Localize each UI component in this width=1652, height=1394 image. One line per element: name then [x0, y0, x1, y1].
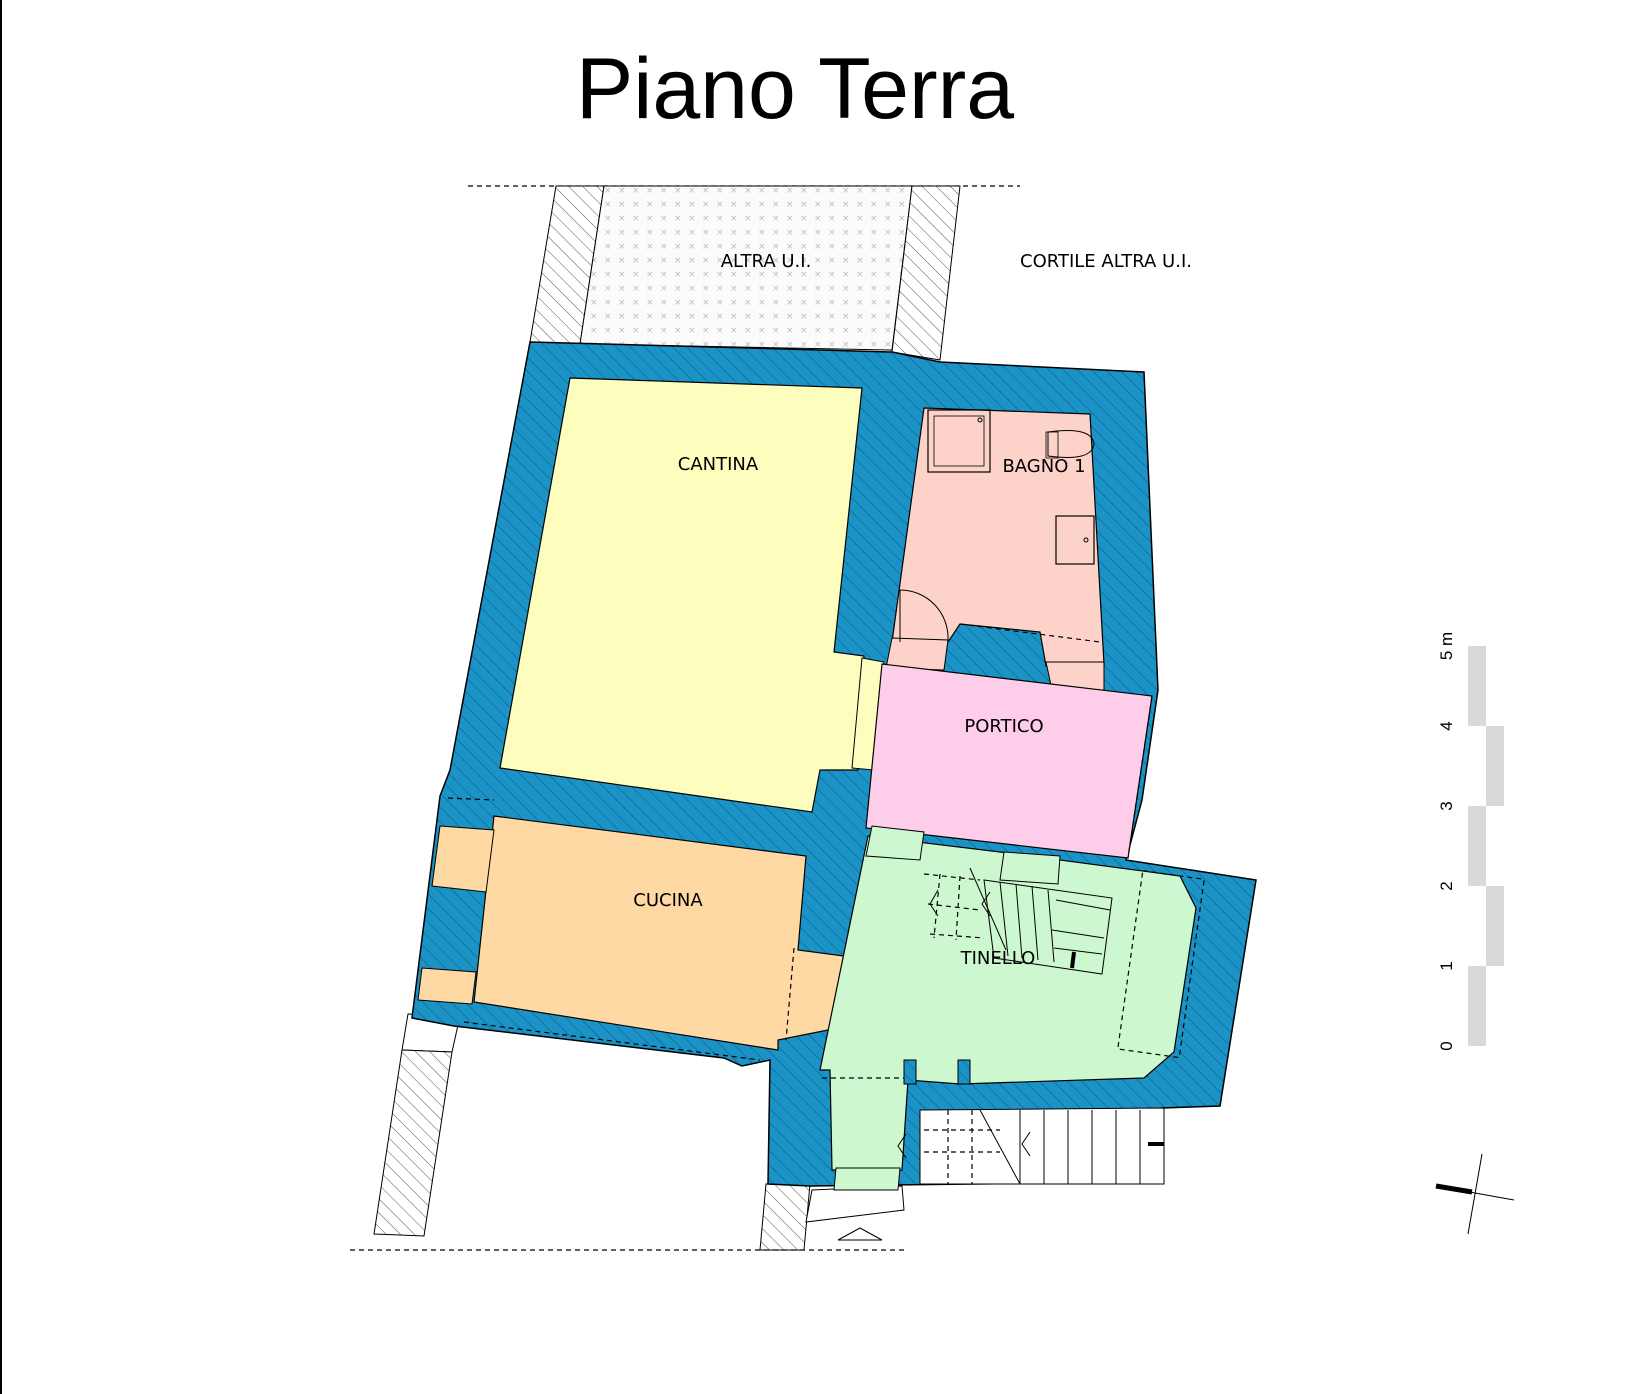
sink-icon [1055, 515, 1095, 565]
staircase-internal [923, 867, 1113, 975]
scale-tick-5: 5 m [1437, 632, 1456, 660]
stair-arrow-icon [897, 1133, 907, 1159]
window-cucina-left-top [431, 825, 495, 893]
scale-tick-3: 3 [1437, 801, 1456, 810]
label-bagno: BAGNO 1 [1002, 456, 1085, 477]
scale-tick-4: 4 [1437, 721, 1456, 730]
label-tinello: TINELLO [960, 948, 1036, 969]
room-portico [865, 663, 1153, 859]
toilet-icon [1047, 430, 1095, 458]
label-altra-ui: ALTRA U.I. [721, 251, 812, 272]
room-bagno [891, 407, 1105, 667]
door-swing-bagno [899, 589, 949, 641]
label-portico: PORTICO [964, 716, 1043, 737]
staircase-external [897, 1107, 1165, 1185]
stair-arrow-icon [929, 889, 939, 917]
stair-arrow-icon [981, 891, 991, 917]
stair-arrow-icon [1021, 1131, 1031, 1157]
scale-tick-2: 2 [1437, 881, 1456, 890]
room-cantina [499, 377, 865, 813]
door-bagno-left [885, 637, 949, 671]
page-title: Piano Terra [576, 41, 1014, 137]
door-tinello-portico-right [999, 851, 1061, 885]
scale-tick-1: 1 [1437, 961, 1456, 970]
label-cantina: CANTINA [678, 454, 759, 475]
altra-ui-area: ALTRA U.I. [529, 185, 961, 361]
wall-pier-tinello [903, 1059, 917, 1085]
door-tinello-portico-left [865, 825, 925, 861]
door-tinello-bottom [833, 1167, 901, 1191]
window-cucina-left-bottom [417, 967, 477, 1005]
entrance-triangle-icon [837, 1227, 883, 1241]
shower-icon [927, 409, 991, 473]
fireplace-outline [1117, 870, 1205, 1059]
label-cucina: CUCINA [633, 890, 703, 911]
wall-pier-tinello-2 [957, 1059, 971, 1085]
scale-tick-0: 0 [1437, 1041, 1456, 1050]
north-arrow-icon [1435, 1153, 1515, 1235]
scale-bar: 0 1 2 3 4 5 m [1437, 632, 1504, 1051]
label-cortile: CORTILE ALTRA U.I. [1020, 251, 1192, 272]
